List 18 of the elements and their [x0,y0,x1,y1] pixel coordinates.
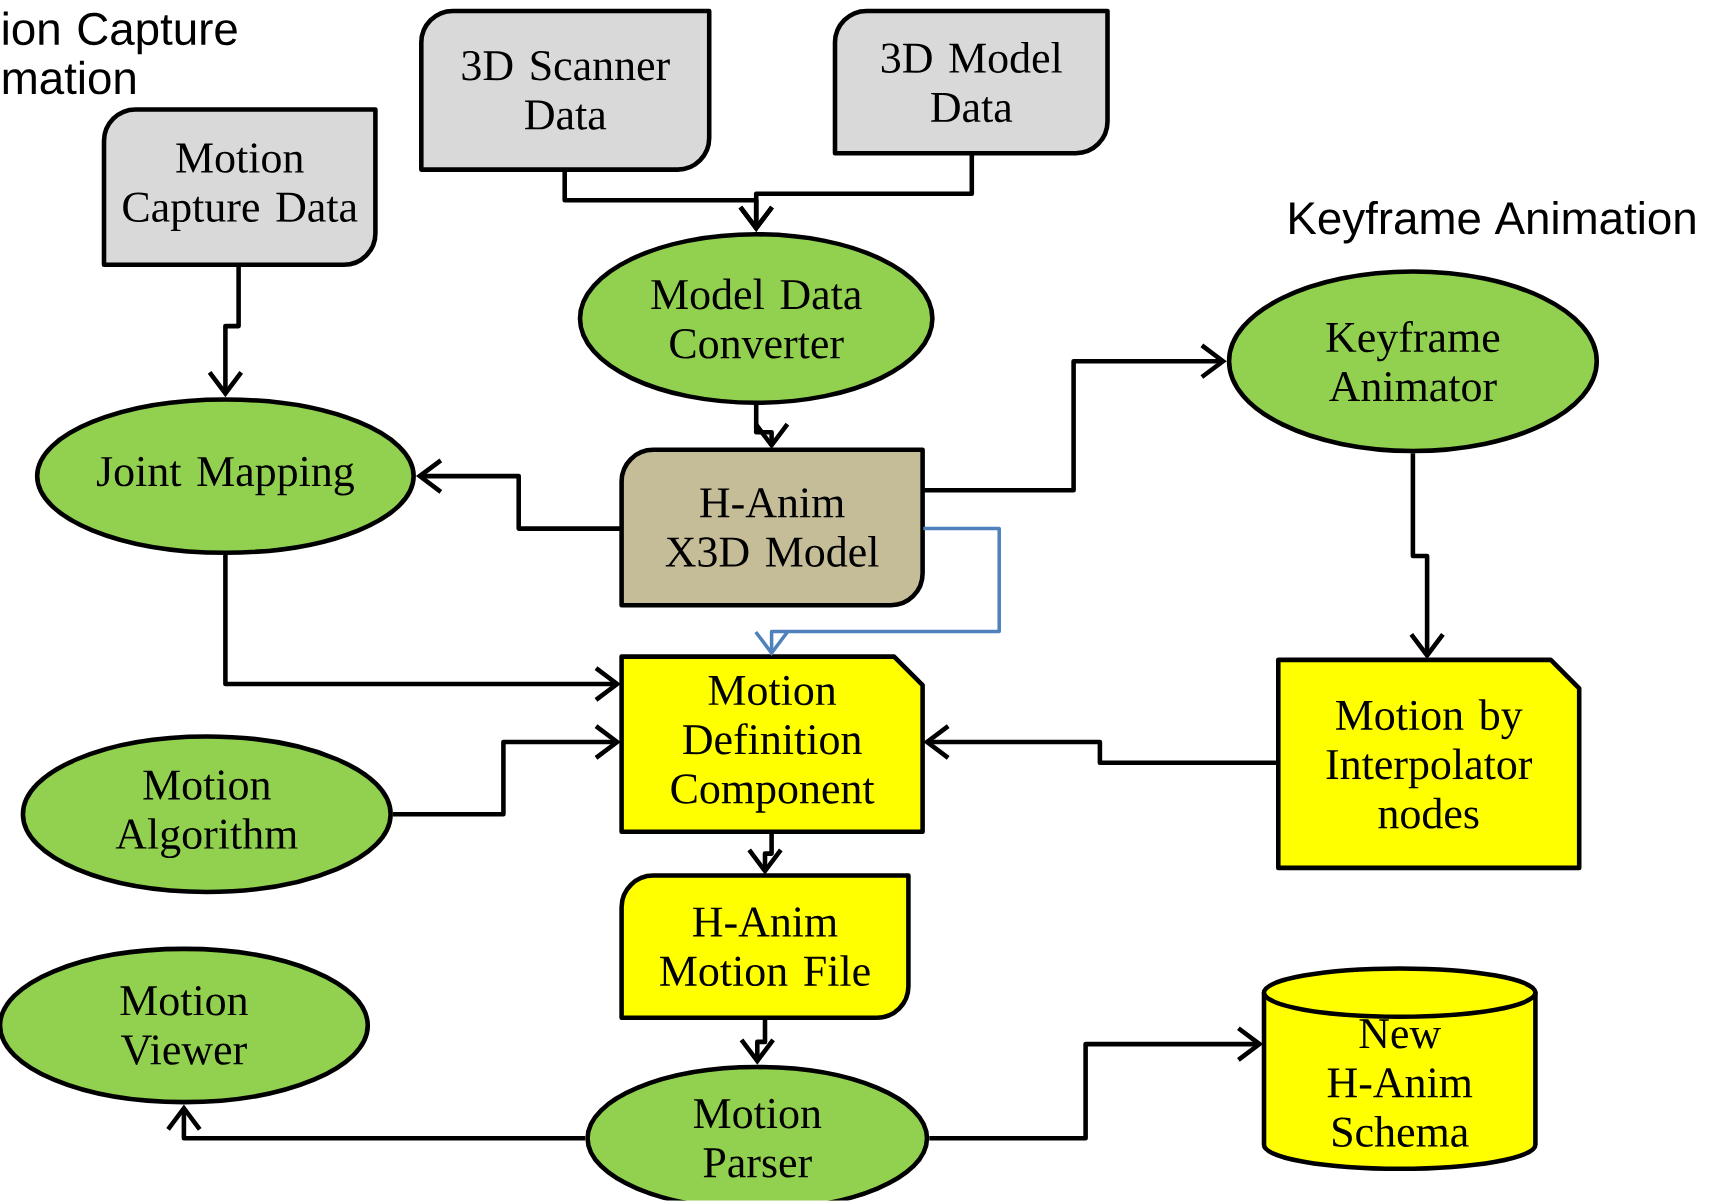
arrow [923,343,1227,493]
arrow [166,1104,586,1141]
arrow [738,154,975,233]
heading: ion Capture mation [3,11,237,95]
arrow [1409,453,1445,660]
arrow [392,724,621,817]
data-box: 3D Scanner Data [419,8,712,173]
database-cylinder: New H-Anim Schema [1261,966,1538,1172]
arrow [207,265,244,398]
data-box: Motion Capture Data [101,107,378,268]
arrow [223,555,621,702]
arrow [923,724,1278,766]
data-box: H-Anim Motion File [619,873,911,1021]
arrow [929,1026,1264,1141]
data-box: H-Anim X3D Model [619,447,925,608]
data-box: 3D Model Data [832,8,1110,156]
arrow [754,527,1001,657]
arrow [415,458,621,532]
